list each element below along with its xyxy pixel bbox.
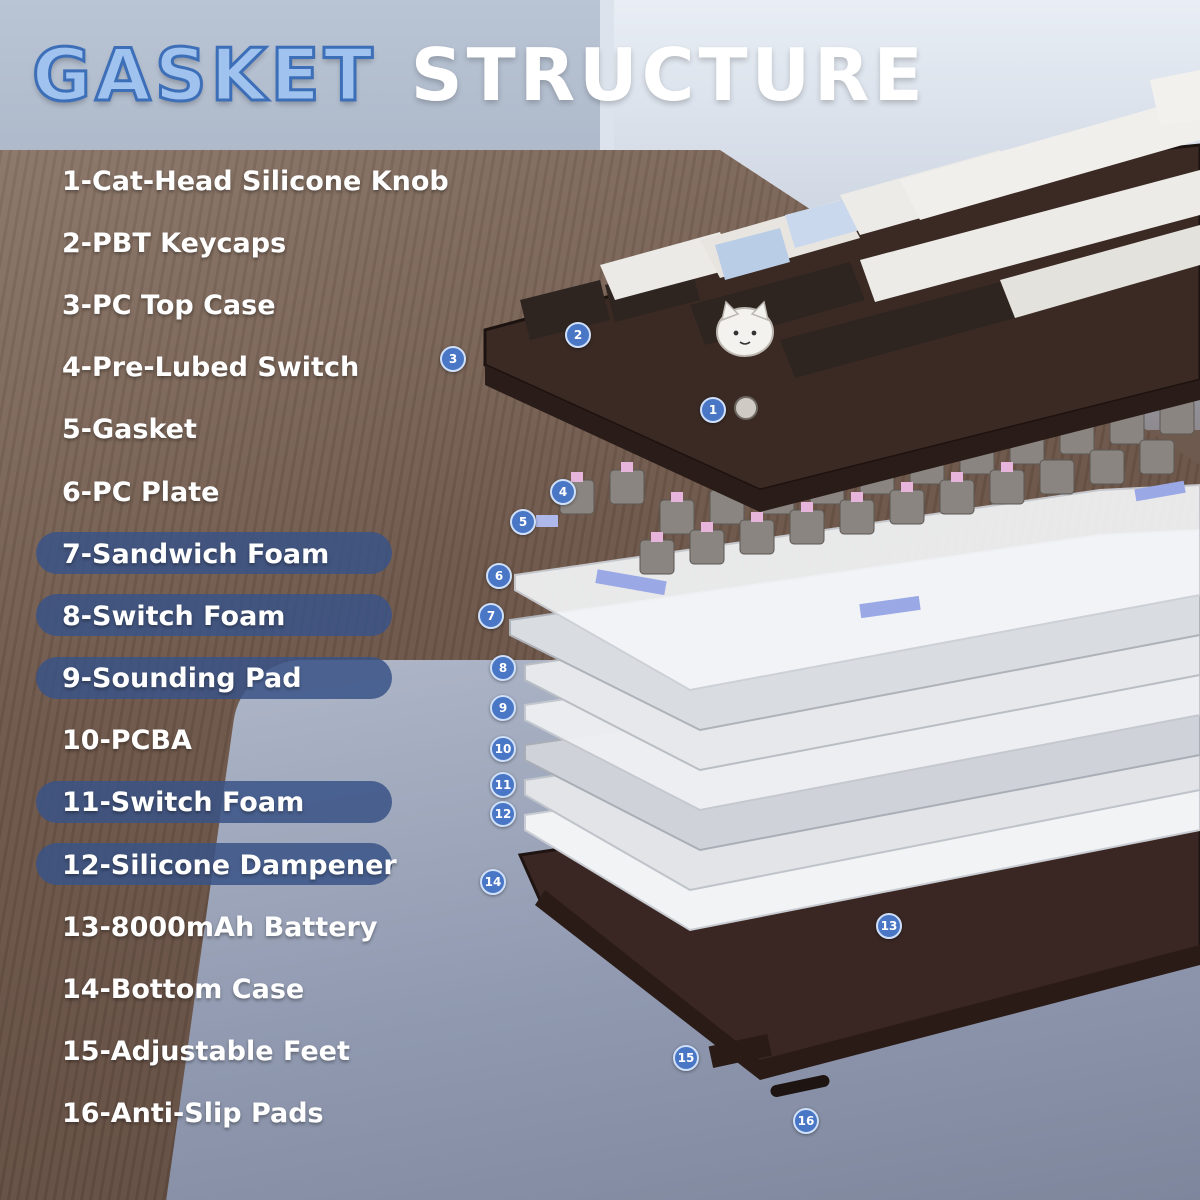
- component-label: 15-Adjustable Feet: [62, 1036, 350, 1068]
- list-item: 4-Pre-Lubed Switch: [36, 337, 416, 399]
- component-label: 8-Switch Foam: [62, 600, 286, 632]
- component-label: 13-8000mAh Battery: [62, 911, 378, 943]
- list-item: 3-PC Top Case: [36, 274, 416, 336]
- gasket-strip: [1134, 480, 1186, 502]
- component-label: 1-Cat-Head Silicone Knob: [62, 165, 449, 197]
- callout-badge-5: 5: [510, 509, 536, 535]
- callout-badge-12: 12: [490, 801, 516, 827]
- anti-slip-pad: [770, 1075, 830, 1097]
- component-label: 4-Pre-Lubed Switch: [62, 352, 360, 384]
- list-item: 11-Switch Foam: [36, 772, 416, 834]
- list-item: 16-Anti-Slip Pads: [36, 1083, 416, 1145]
- gasket-strip: [859, 595, 921, 619]
- component-label: 5-Gasket: [62, 414, 197, 446]
- component-label: 7-Sandwich Foam: [62, 538, 330, 570]
- list-item: 14-Bottom Case: [36, 958, 416, 1020]
- list-item: 6-PC Plate: [36, 461, 416, 523]
- pc-plate-layer: [514, 483, 1200, 692]
- pbt-keycaps: [520, 70, 1200, 378]
- gasket-strip: [536, 515, 558, 527]
- callout-badge-3: 3: [440, 346, 466, 372]
- title-gasket: GASKET: [31, 32, 377, 119]
- list-item: 8-Switch Foam: [36, 585, 416, 647]
- title-structure: STRUCTURE: [410, 33, 927, 117]
- component-label: 12-Silicone Dampener: [62, 849, 397, 881]
- component-label: 14-Bottom Case: [62, 974, 305, 1006]
- list-item: 5-Gasket: [36, 399, 416, 461]
- component-label: 10-PCBA: [62, 725, 192, 757]
- list-item: 9-Sounding Pad: [36, 648, 416, 710]
- callout-badge-9: 9: [490, 695, 516, 721]
- callout-badge-8: 8: [490, 655, 516, 681]
- list-item: 2-PBT Keycaps: [36, 212, 416, 274]
- callout-badge-14: 14: [480, 869, 506, 895]
- list-item: 12-Silicone Dampener: [36, 834, 416, 896]
- component-label: 6-PC Plate: [62, 476, 220, 508]
- callout-badge-10: 10: [490, 736, 516, 762]
- component-label: 3-PC Top Case: [62, 289, 276, 321]
- callout-badge-13: 13: [876, 913, 902, 939]
- callout-badge-6: 6: [486, 563, 512, 589]
- adjustable-feet: [708, 1033, 772, 1068]
- list-item: 13-8000mAh Battery: [36, 896, 416, 958]
- gasket-strip: [595, 569, 667, 596]
- component-label: 11-Switch Foam: [62, 787, 305, 819]
- callout-badge-15: 15: [673, 1045, 699, 1071]
- component-label: 9-Sounding Pad: [62, 663, 302, 695]
- callout-badge-16: 16: [793, 1108, 819, 1134]
- callout-badge-2: 2: [565, 322, 591, 348]
- callout-badge-1: 1: [700, 397, 726, 423]
- page-title: GASKET STRUCTURE: [31, 30, 927, 120]
- callout-badge-7: 7: [478, 603, 504, 629]
- component-label: 2-PBT Keycaps: [62, 227, 287, 259]
- callout-badge-4: 4: [550, 479, 576, 505]
- list-item: 10-PCBA: [36, 710, 416, 772]
- component-list: 1-Cat-Head Silicone Knob 2-PBT Keycaps 3…: [36, 150, 449, 1145]
- list-item: 15-Adjustable Feet: [36, 1021, 416, 1083]
- callout-badge-11: 11: [490, 772, 516, 798]
- list-item: 1-Cat-Head Silicone Knob: [36, 150, 449, 212]
- cat-head-knob: [716, 300, 774, 420]
- list-item: 7-Sandwich Foam: [36, 523, 416, 585]
- component-label: 16-Anti-Slip Pads: [62, 1098, 324, 1130]
